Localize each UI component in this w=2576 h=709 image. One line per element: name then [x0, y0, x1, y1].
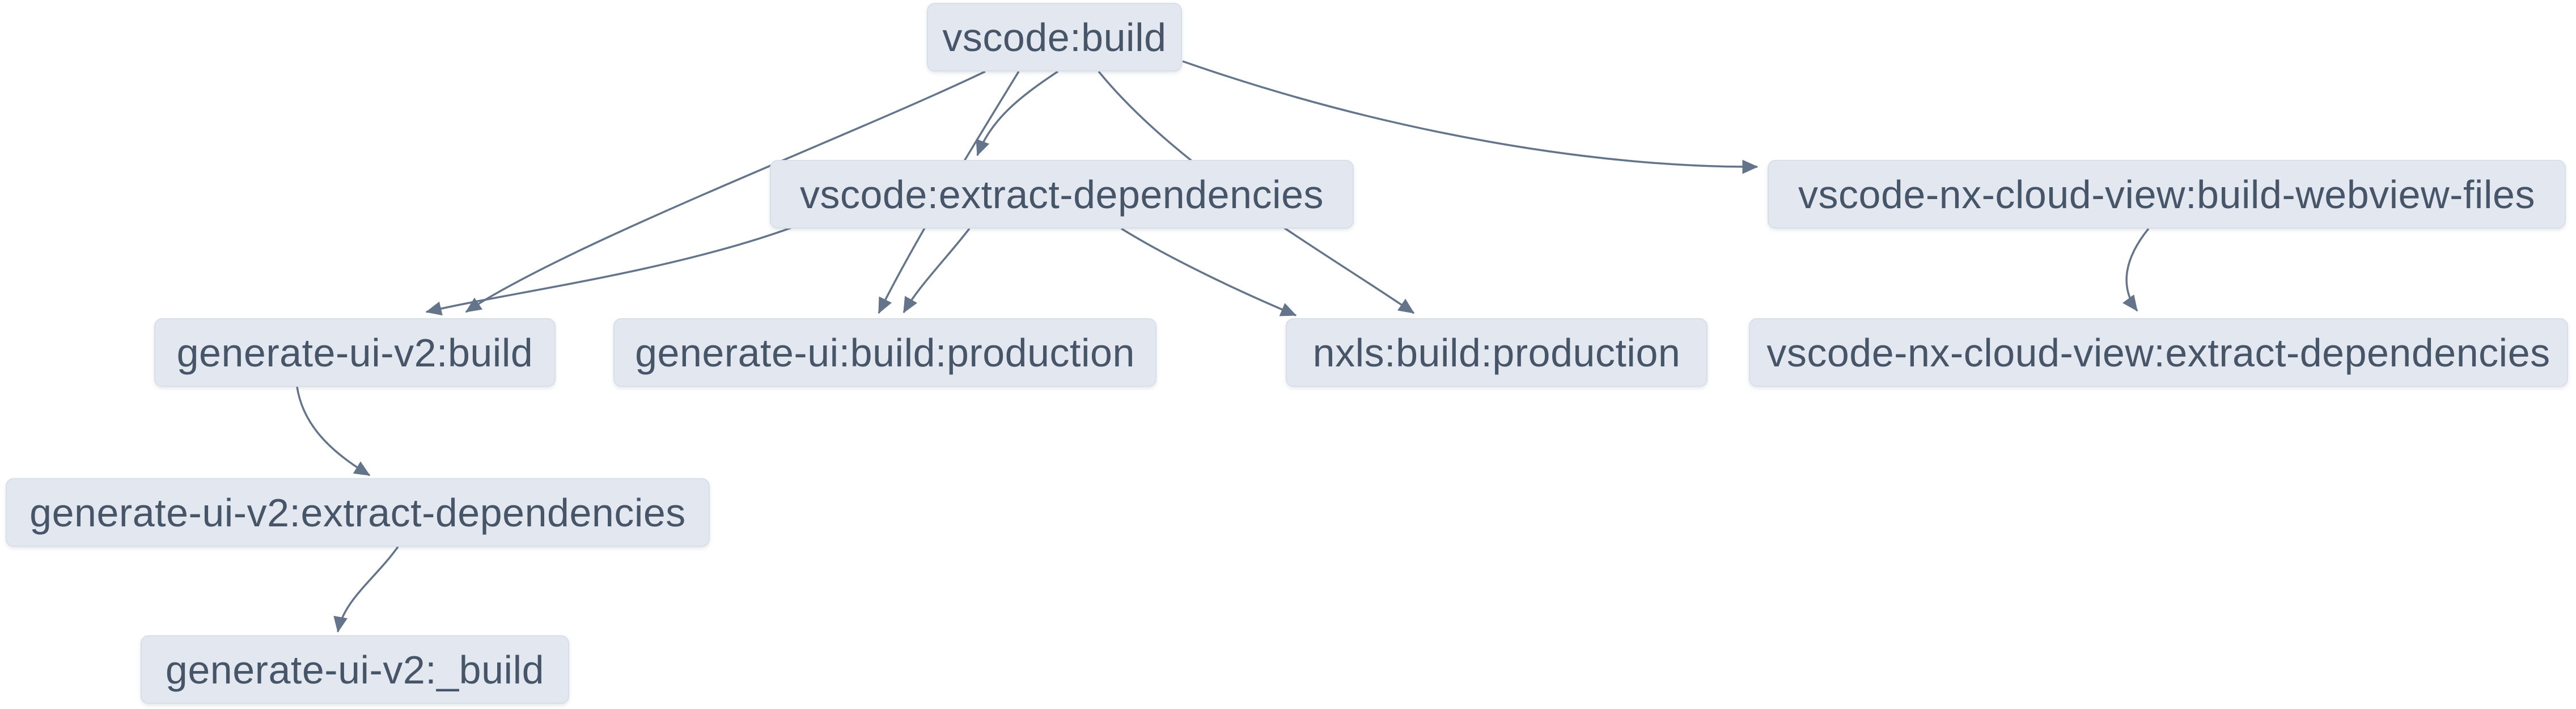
task-node-label: vscode:extract-dependencies: [799, 172, 1324, 217]
task-node-label: generate-ui:build:production: [635, 330, 1135, 375]
edge-generate-ui-v2-extract-dependencies--to--generate-ui-v2-_build: [333, 546, 399, 633]
edge-vscode-extract-dependencies--to--generate-ui-build-production: [903, 227, 971, 314]
task-node-label: generate-ui-v2:extract-dependencies: [29, 490, 686, 535]
task-node-generate-ui-v2-build[interactable]: generate-ui-v2:build: [154, 318, 556, 387]
task-node-label: nxls:build:production: [1312, 330, 1681, 375]
edge-vscode-build--to--vscode-extract-dependencies: [976, 70, 1058, 157]
task-node-label: vscode-nx-cloud-view:extract-dependencie…: [1766, 330, 2550, 375]
task-node-label: vscode-nx-cloud-view:build-webview-files: [1798, 172, 2535, 217]
task-node-generate-ui-build-production[interactable]: generate-ui:build:production: [613, 318, 1156, 387]
task-node-generate-ui-v2-extract-dependencies[interactable]: generate-ui-v2:extract-dependencies: [6, 478, 710, 547]
edge-vscode-build--to--generate-ui-v2-build: [465, 70, 986, 313]
task-node-label: generate-ui-v2:_build: [165, 647, 545, 692]
task-node-vscode-build[interactable]: vscode:build: [927, 3, 1182, 71]
task-node-nxls-build-production[interactable]: nxls:build:production: [1286, 318, 1708, 387]
edge-generate-ui-v2-build--to--generate-ui-v2-extract-dependencies: [296, 386, 371, 476]
edge-vscode-build--to--vscode-nx-cloud-view-build-webview-files: [1182, 60, 1759, 174]
edge-vscode-nx-cloud-view-build-webview-files--to--vscode-nx-cloud-view-extract-dependencies: [2122, 227, 2150, 312]
task-node-label: vscode:build: [942, 15, 1167, 60]
task-node-vscode-extract-dependencies[interactable]: vscode:extract-dependencies: [770, 160, 1354, 229]
task-node-generate-ui-v2-_build[interactable]: generate-ui-v2:_build: [141, 635, 569, 704]
edge-vscode-extract-dependencies--to--nxls-build-production: [1121, 227, 1297, 316]
task-node-label: generate-ui-v2:build: [176, 330, 533, 375]
task-node-vscode-nx-cloud-view-build-webview-files[interactable]: vscode-nx-cloud-view:build-webview-files: [1768, 160, 2566, 229]
edge-vscode-extract-dependencies--to--generate-ui-v2-build: [425, 226, 794, 316]
task-node-vscode-nx-cloud-view-extract-dependencies[interactable]: vscode-nx-cloud-view:extract-dependencie…: [1749, 318, 2568, 387]
